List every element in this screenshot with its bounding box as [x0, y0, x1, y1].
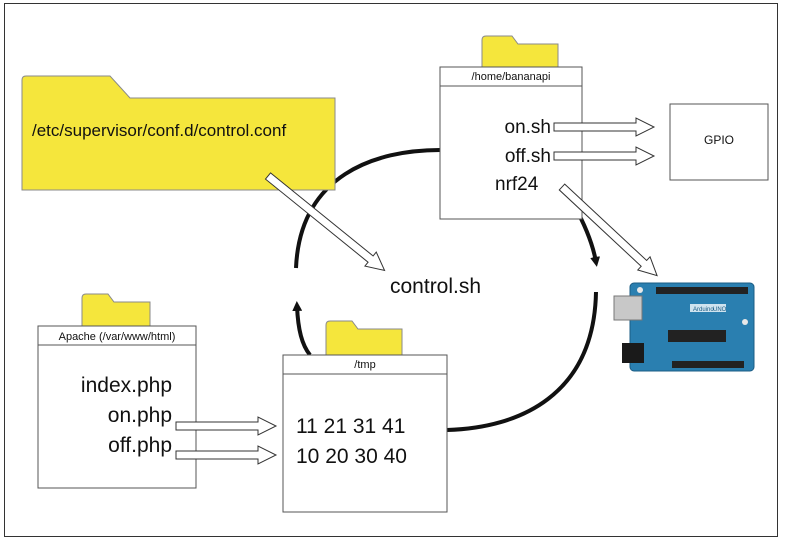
gpio-box: GPIO — [669, 103, 769, 181]
home-bananapi-folder: /home/bananapi on.sh off.sh nrf24 — [439, 35, 583, 220]
arrow-conf-to-control — [264, 172, 386, 272]
home-file-nrf24: nrf24 — [495, 174, 539, 195]
board-model-label: UNO — [713, 307, 727, 313]
cycle-arc-left — [292, 301, 312, 357]
arduino-board-image: Arduino UNO — [613, 282, 755, 372]
tmp-folder-title: /tmp — [354, 359, 375, 371]
tmp-line-2: 10 20 30 40 — [296, 445, 407, 468]
board-brand-label: Arduino — [693, 307, 714, 313]
apache-folder: Apache (/var/www/html) index.php on.php … — [37, 293, 197, 489]
apache-file-index-php: index.php — [81, 374, 172, 397]
apache-file-off-php: off.php — [108, 434, 172, 457]
arrow-on-sh-to-gpio — [553, 117, 656, 137]
diagram-frame — [4, 3, 778, 537]
apache-file-on-php: on.php — [108, 404, 172, 427]
apache-folder-title: Apache (/var/www/html) — [59, 331, 176, 343]
cycle-arc-top — [294, 148, 441, 269]
arrow-nrf24-to-arduino — [558, 183, 658, 277]
supervisor-conf-path: /etc/supervisor/conf.d/control.conf — [32, 121, 286, 140]
home-file-off-sh: off.sh — [505, 146, 551, 167]
folder-tab-icon — [81, 293, 151, 328]
cycle-arc-bottom — [446, 291, 598, 432]
folder-tab-icon — [481, 35, 559, 69]
arrow-on-php-to-tmp — [175, 416, 278, 436]
arrow-off-sh-to-gpio — [553, 146, 656, 166]
folder-icon — [21, 75, 336, 191]
tmp-line-1: 11 21 31 41 — [296, 415, 405, 438]
home-file-on-sh: on.sh — [505, 117, 551, 138]
supervisor-conf-folder: /etc/supervisor/conf.d/control.conf — [21, 75, 336, 191]
gpio-label: GPIO — [704, 133, 734, 147]
control-sh-label: control.sh — [390, 275, 481, 298]
folder-tab-icon — [325, 320, 403, 357]
tmp-folder: /tmp 11 21 31 41 10 20 30 40 — [282, 320, 448, 513]
hollow-arrows — [175, 117, 658, 465]
home-folder-title: /home/bananapi — [472, 71, 551, 83]
arrow-off-php-to-tmp — [175, 445, 278, 465]
